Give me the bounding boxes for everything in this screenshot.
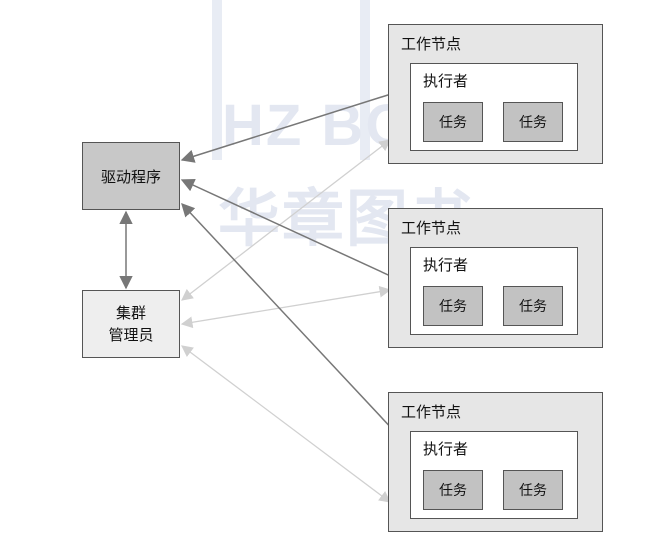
executor-label: 执行者 [423,440,469,458]
arrow-driver-executor-1 [180,85,412,163]
worker-node-label: 工作节点 [401,35,462,53]
task-label: 任务 [519,483,547,499]
arrow-cm-worker-1 [181,139,391,301]
task-box: 任务 [503,286,563,326]
cluster-manager-box: 集群 管理员 [82,290,180,358]
task-label: 任务 [519,115,547,131]
task-box: 任务 [423,286,483,326]
executor-label: 执行者 [423,72,469,90]
task-label: 任务 [439,115,467,131]
task-label: 任务 [519,299,547,315]
driver-label: 驱动程序 [100,167,161,186]
worker-node-3: 工作节点 执行者 任务 任务 [388,392,603,532]
task-box: 任务 [423,470,483,510]
arrow-cm-worker-3 [181,345,391,503]
executor-box: 执行者 任务 任务 [410,431,578,519]
task-box: 任务 [503,102,563,142]
executor-box: 执行者 任务 任务 [410,247,578,335]
worker-node-label: 工作节点 [401,219,462,237]
worker-node-2: 工作节点 执行者 任务 任务 [388,208,603,348]
arrow-driver-executor-2 [180,178,412,287]
task-label: 任务 [439,299,467,315]
task-label: 任务 [439,483,467,499]
cluster-manager-label-line1: 集群 [115,304,146,322]
task-box: 任务 [423,102,483,142]
executor-label: 执行者 [423,256,469,274]
worker-node-label: 工作节点 [401,403,462,421]
cluster-manager-label-line2: 管理员 [108,326,154,344]
arrow-driver-executor-3 [181,203,411,449]
task-box: 任务 [503,470,563,510]
driver-box: 驱动程序 [82,142,180,210]
arrow-cm-worker-2 [180,285,392,329]
executor-box: 执行者 任务 任务 [410,63,578,151]
worker-node-1: 工作节点 执行者 任务 任务 [388,24,603,164]
